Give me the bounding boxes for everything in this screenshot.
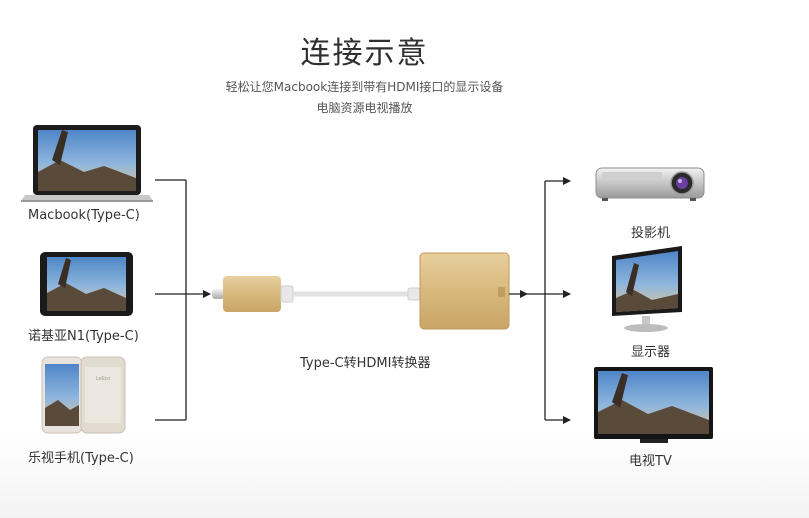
laptop-icon (21, 125, 153, 202)
monitor-icon (612, 246, 682, 332)
tv-icon (594, 367, 713, 443)
cable-collar (407, 287, 421, 301)
source-label-nokia-n1: 诺基亚N1(Type-C) (28, 329, 139, 344)
tablet-icon (40, 252, 133, 316)
page-title: 连接示意 (300, 36, 429, 71)
projector-icon (595, 167, 705, 201)
target-bracket (527, 177, 571, 424)
subtitle-line-1: 轻松让您Macbook连接到带有HDMI接口的显示设备 (225, 80, 504, 94)
subtitle-line-2: 电脑资源电视播放 (316, 101, 413, 115)
hdmi-adapter-icon (419, 252, 528, 330)
target-label-tv: 电视TV (629, 454, 672, 469)
type-c-plug (212, 276, 294, 312)
target-label-monitor: 显示器 (631, 345, 671, 360)
converter-label: Type-C转HDMI转换器 (300, 356, 431, 371)
svg-text:LeEco: LeEco (96, 376, 110, 382)
source-bracket (155, 179, 211, 421)
target-label-projector: 投影机 (631, 226, 671, 241)
background-fade (0, 430, 809, 518)
source-label-macbook: Macbook(Type-C) (28, 208, 140, 223)
phone-icon: LeEco (41, 356, 126, 434)
source-label-letv-phone: 乐视手机(Type-C) (28, 451, 134, 466)
